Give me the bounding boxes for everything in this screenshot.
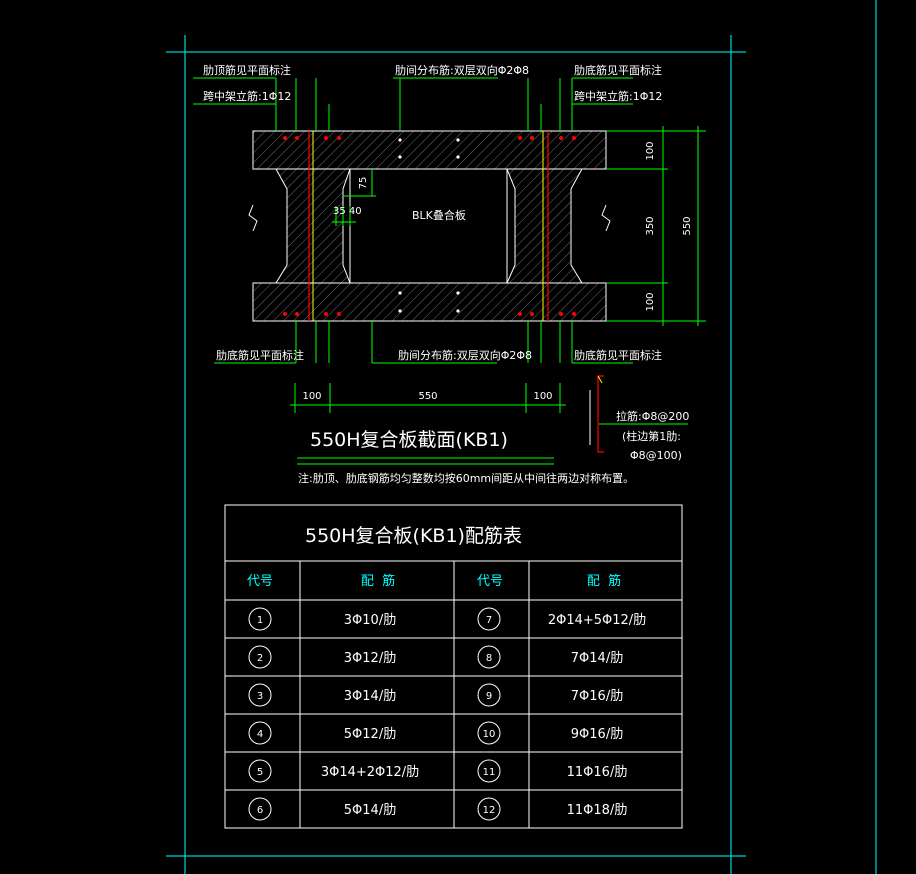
row-code-circle	[477, 721, 501, 745]
row-code-2: 11	[483, 767, 496, 778]
table-rows: 1 3Φ10/肋 7 2Φ14+5Φ12/肋 2 3Φ12/肋 8 7Φ14/肋 3 3Φ14/肋…	[248, 607, 646, 821]
dim-550-width: 550	[418, 391, 437, 402]
row-code-1: 5	[257, 767, 263, 778]
label-core: BLK叠合板	[412, 208, 466, 222]
label-top-left-2: 跨中架立筋:1Φ12	[203, 89, 291, 103]
label-top-right-1: 肋底筋见平面标注	[574, 63, 662, 77]
row-rebar-1: 5Φ14/肋	[344, 803, 396, 818]
row-code-circle	[477, 607, 501, 631]
label-stirrup-3: Φ8@100)	[630, 449, 682, 462]
dim-100-bottom: 100	[645, 292, 656, 311]
row-rebar-1: 3Φ12/肋	[344, 651, 396, 666]
row-rebar-2: 11Φ16/肋	[567, 765, 628, 780]
rebar-table: 550H复合板(KB1)配筋表 代号 配 筋 代号 配 筋 1 3Φ10/肋 7 2Φ…	[224, 504, 683, 829]
label-top-left-1: 肋顶筋见平面标注	[203, 63, 291, 77]
drawing-frame	[166, 0, 877, 874]
row-code-2: 7	[486, 615, 492, 626]
table-header-rebar-1: 配 筋	[361, 573, 395, 589]
row-code-1: 6	[257, 805, 263, 816]
row-code-2: 12	[483, 805, 496, 816]
row-code-circle	[248, 645, 272, 669]
label-bottom-right: 肋底筋见平面标注	[574, 348, 662, 362]
row-code-circle	[248, 797, 272, 821]
row-code-circle	[248, 607, 272, 631]
row-rebar-2: 2Φ14+5Φ12/肋	[548, 613, 646, 628]
row-code-1: 1	[257, 615, 263, 626]
row-code-circle	[248, 759, 272, 783]
row-code-2: 8	[486, 653, 492, 664]
label-bottom-center: 肋间分布筋:双层双向Φ2Φ8	[398, 348, 532, 362]
row-code-2: 10	[483, 729, 496, 740]
row-rebar-2: 7Φ14/肋	[571, 651, 623, 666]
row-code-circle	[248, 721, 272, 745]
table-title: 550H复合板(KB1)配筋表	[305, 525, 522, 547]
row-rebar-1: 3Φ14+2Φ12/肋	[321, 765, 419, 780]
table-header-rebar-2: 配 筋	[587, 573, 621, 589]
slab-section	[248, 130, 611, 322]
row-code-circle	[477, 797, 501, 821]
row-code-circle	[477, 645, 501, 669]
dim-100-top: 100	[645, 141, 656, 160]
row-rebar-2: 11Φ18/肋	[567, 803, 628, 818]
table-header-code-2: 代号	[477, 574, 503, 589]
row-rebar-2: 7Φ16/肋	[571, 689, 623, 704]
row-rebar-2: 9Φ16/肋	[571, 727, 623, 742]
dim-550-total: 550	[682, 216, 693, 235]
label-stirrup-1: 拉筋:Φ8@200	[616, 409, 689, 423]
stirrup-detail	[589, 375, 604, 453]
row-code-1: 3	[257, 691, 263, 702]
row-code-circle	[477, 683, 501, 707]
dim-100-right: 100	[533, 391, 552, 402]
row-code-1: 2	[257, 653, 263, 664]
row-code-circle	[477, 759, 501, 783]
row-rebar-1: 3Φ14/肋	[344, 689, 396, 704]
table-header-code-1: 代号	[247, 574, 273, 589]
dim-350: 350	[645, 216, 656, 235]
row-code-1: 4	[257, 729, 263, 740]
leader-lines	[193, 77, 706, 465]
dim-75: 75	[358, 177, 369, 190]
label-top-right-2: 跨中架立筋:1Φ12	[574, 89, 662, 103]
dim-100-left: 100	[302, 391, 321, 402]
label-bottom-left: 肋底筋见平面标注	[216, 348, 304, 362]
rebar-dots	[283, 136, 576, 316]
label-top-center: 肋间分布筋:双层双向Φ2Φ8	[395, 63, 529, 77]
drawing-labels: 肋顶筋见平面标注 跨中架立筋:1Φ12 肋间分布筋:双层双向Φ2Φ8 肋底筋见平…	[203, 63, 693, 485]
section-note: 注:肋顶、肋底钢筋均匀整数均按60mm间距从中间往两边对称布置。	[298, 471, 634, 485]
row-rebar-1: 5Φ12/肋	[344, 727, 396, 742]
section-title: 550H复合板截面(KB1)	[310, 429, 508, 451]
label-stirrup-2: (柱边第1肋:	[622, 429, 681, 443]
dim-35-40: 35 40	[333, 206, 362, 217]
row-code-circle	[248, 683, 272, 707]
row-rebar-1: 3Φ10/肋	[344, 613, 396, 628]
row-code-2: 9	[486, 691, 492, 702]
